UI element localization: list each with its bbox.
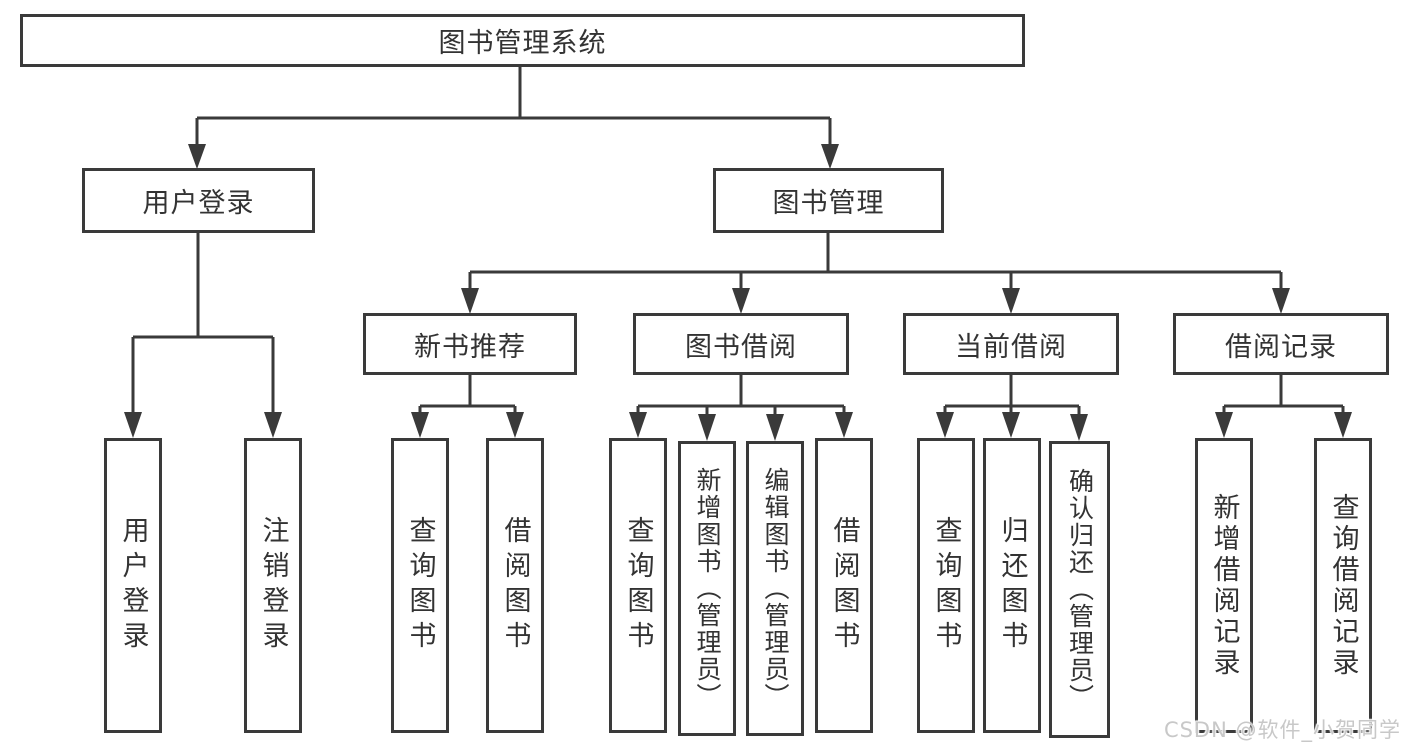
leaf-borrow-add-books-admin: 新增图书（管理员） xyxy=(678,441,736,736)
node-current-borrow: 当前借阅 xyxy=(903,313,1119,375)
leaf-records-query-record-label: 查询借阅记录 xyxy=(1327,492,1359,679)
leaf-current-return-books-label: 归还图书 xyxy=(996,515,1028,656)
leaf-borrow-edit-books-admin-label: 编辑图书（管理员） xyxy=(761,467,790,710)
csdn-watermark: CSDN @软件_小贺同学 xyxy=(1163,718,1401,742)
leaf-borrow-add-books-admin-label: 新增图书（管理员） xyxy=(693,467,722,710)
leaf-records-add-record: 新增借阅记录 xyxy=(1195,438,1253,733)
leaf-recommend-borrow-books: 借阅图书 xyxy=(486,438,544,733)
leaf-records-query-record: 查询借阅记录 xyxy=(1314,438,1372,733)
leaf-user-login-label: 用户登录 xyxy=(117,515,149,656)
leaf-current-confirm-return-admin: 确认归还（管理员） xyxy=(1049,441,1110,738)
leaf-borrow-query-books-label: 查询图书 xyxy=(622,515,654,656)
node-book-management: 图书管理 xyxy=(713,168,944,233)
node-library-system: 图书管理系统 xyxy=(20,14,1025,67)
leaf-current-return-books: 归还图书 xyxy=(983,438,1041,733)
node-borrow-records: 借阅记录 xyxy=(1173,313,1389,375)
leaf-recommend-query-books: 查询图书 xyxy=(391,438,449,733)
leaf-current-confirm-return-admin-label: 确认归还（管理员） xyxy=(1065,468,1095,711)
leaf-recommend-borrow-books-label: 借阅图书 xyxy=(499,515,531,656)
leaf-borrow-borrow-books: 借阅图书 xyxy=(815,438,873,733)
leaf-recommend-query-books-label: 查询图书 xyxy=(404,515,436,656)
leaf-borrow-borrow-books-label: 借阅图书 xyxy=(828,515,860,656)
node-new-book-recommend: 新书推荐 xyxy=(363,313,577,375)
node-book-borrow: 图书借阅 xyxy=(633,313,849,375)
leaf-current-query-books-label: 查询图书 xyxy=(930,515,962,656)
leaf-logout-label: 注销登录 xyxy=(257,515,289,656)
node-user-login: 用户登录 xyxy=(82,168,315,233)
leaf-current-query-books: 查询图书 xyxy=(917,438,975,733)
leaf-borrow-query-books: 查询图书 xyxy=(609,438,667,733)
leaf-logout: 注销登录 xyxy=(244,438,302,733)
leaf-records-add-record-label: 新增借阅记录 xyxy=(1208,492,1240,679)
leaf-user-login: 用户登录 xyxy=(104,438,162,733)
leaf-borrow-edit-books-admin: 编辑图书（管理员） xyxy=(746,441,804,736)
